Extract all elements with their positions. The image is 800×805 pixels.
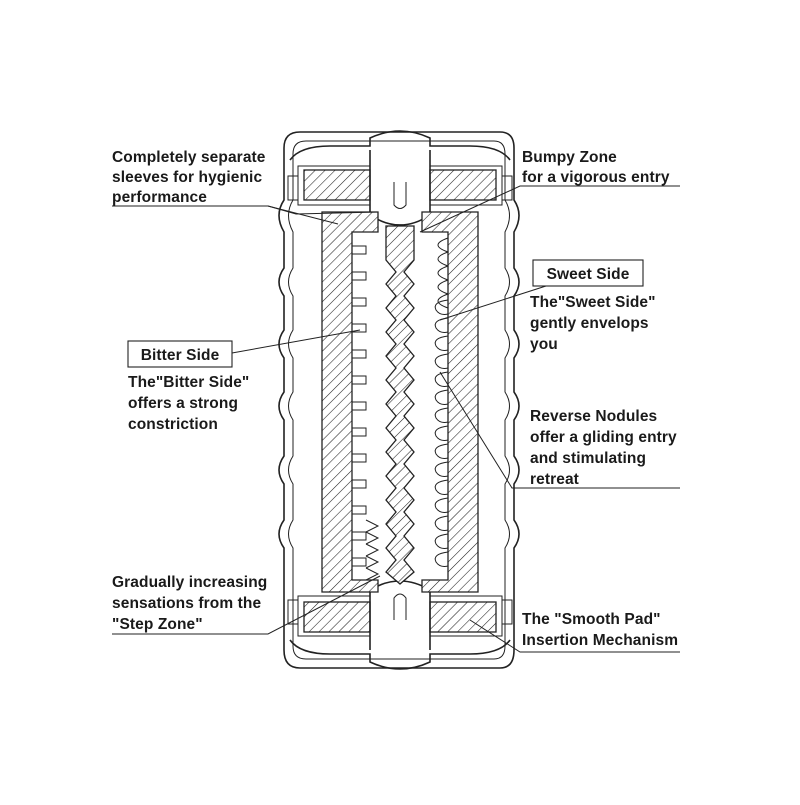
step-zone-tooth xyxy=(365,567,380,581)
sweet-side-nodule xyxy=(434,443,449,459)
leader-bumpy-zone xyxy=(419,185,680,233)
sweet-side-nodule xyxy=(434,407,449,423)
reverse-nodules-line2: offer a gliding entry xyxy=(530,429,677,446)
leader-lines xyxy=(112,185,680,653)
bumpy-zone-lobe xyxy=(437,265,449,281)
leader-bitter-side xyxy=(231,329,361,354)
step-zone-tooth xyxy=(365,531,380,545)
sweet-side-nodule xyxy=(434,299,449,315)
sweet-side-desc-line3: you xyxy=(530,336,558,353)
leader-sweet-side xyxy=(439,285,547,321)
sweet-side-nodule xyxy=(434,425,449,441)
step-zone-line2: sensations from the xyxy=(112,595,261,612)
sweet-side-nodule xyxy=(434,335,449,351)
smooth-pad-line2: Insertion Mechanism xyxy=(522,632,678,649)
sweet-side-desc-line1: The"Sweet Side" xyxy=(530,294,656,311)
step-zone-tooth xyxy=(365,543,380,557)
bumpy-zone-lobe xyxy=(437,237,449,253)
step-zone-line3: "Step Zone" xyxy=(112,616,203,633)
sweet-side-nodule xyxy=(434,533,449,549)
sweet-side-desc-line2: gently envelops xyxy=(530,315,649,332)
sweet-side-nodule xyxy=(434,497,449,513)
label-smooth-pad: The "Smooth Pad" Insertion Mechanism xyxy=(522,611,678,649)
bumpy-zone-lobe xyxy=(437,251,449,267)
leader-step-zone xyxy=(112,575,381,635)
leader-separate-sleeves-2 xyxy=(267,205,379,215)
bitter-side-channel xyxy=(351,232,380,581)
leader-reverse-nodules xyxy=(439,371,680,489)
sweet-side-nodule xyxy=(434,389,449,405)
bitter-side-notches xyxy=(351,232,367,580)
sweet-side-title: Sweet Side xyxy=(547,266,630,283)
sweet-side-nodule xyxy=(434,461,449,477)
label-step-zone: Gradually increasing sensations from the… xyxy=(112,574,267,633)
step-zone-tooth xyxy=(365,555,380,569)
reverse-nodules-line1: Reverse Nodules xyxy=(530,408,657,425)
label-bitter-side: Bitter Side The"Bitter Side" offers a st… xyxy=(127,340,249,433)
leader-smooth-pad xyxy=(469,619,680,653)
sweet-side-nodule xyxy=(434,353,449,369)
bitter-side-box xyxy=(127,340,233,368)
sweet-side-nodule xyxy=(434,317,449,333)
bumpy-zone-lobe xyxy=(437,293,449,309)
step-zone-line1: Gradually increasing xyxy=(112,574,267,591)
separate-sleeves-line2: sleeves for hygienic xyxy=(112,169,262,186)
label-separate-sleeves: Completely separate sleeves for hygienic… xyxy=(112,149,266,206)
sweet-side-nodule xyxy=(434,479,449,495)
top-cap xyxy=(287,130,513,226)
smooth-pad-line1: The "Smooth Pad" xyxy=(522,611,661,628)
separate-sleeves-line3: performance xyxy=(112,189,207,206)
label-reverse-nodules: Reverse Nodules offer a gliding entry an… xyxy=(530,408,677,488)
outer-casing xyxy=(278,131,520,669)
bottom-cap xyxy=(287,580,513,670)
sweet-side-nodule xyxy=(434,515,449,531)
step-zone-tooth xyxy=(365,519,380,533)
bitter-side-desc-line2: offers a strong xyxy=(128,395,238,412)
bitter-side-title: Bitter Side xyxy=(141,347,220,364)
reverse-nodules-line3: and stimulating xyxy=(530,450,646,467)
sweet-side-nodule xyxy=(434,551,449,567)
label-sweet-side: Sweet Side The"Sweet Side" gently envelo… xyxy=(530,259,656,353)
sweet-side-nodule xyxy=(434,371,449,387)
center-core xyxy=(385,225,415,585)
label-bumpy-zone: Bumpy Zone for a vigorous entry xyxy=(522,149,670,186)
reverse-nodules-line4: retreat xyxy=(530,471,579,488)
sweet-side-channel xyxy=(434,237,449,567)
bumpy-zone-line1: Bumpy Zone xyxy=(522,149,617,166)
separate-sleeves-line1: Completely separate xyxy=(112,149,266,166)
bitter-side-desc-line3: constriction xyxy=(128,416,218,433)
leader-separate-sleeves xyxy=(112,205,339,225)
bumpy-zone-lobe xyxy=(437,279,449,295)
sleeve-walls xyxy=(321,211,479,593)
bitter-side-desc-line1: The"Bitter Side" xyxy=(128,374,249,391)
sweet-side-box xyxy=(532,259,644,287)
bumpy-zone-line2: for a vigorous entry xyxy=(522,169,670,186)
